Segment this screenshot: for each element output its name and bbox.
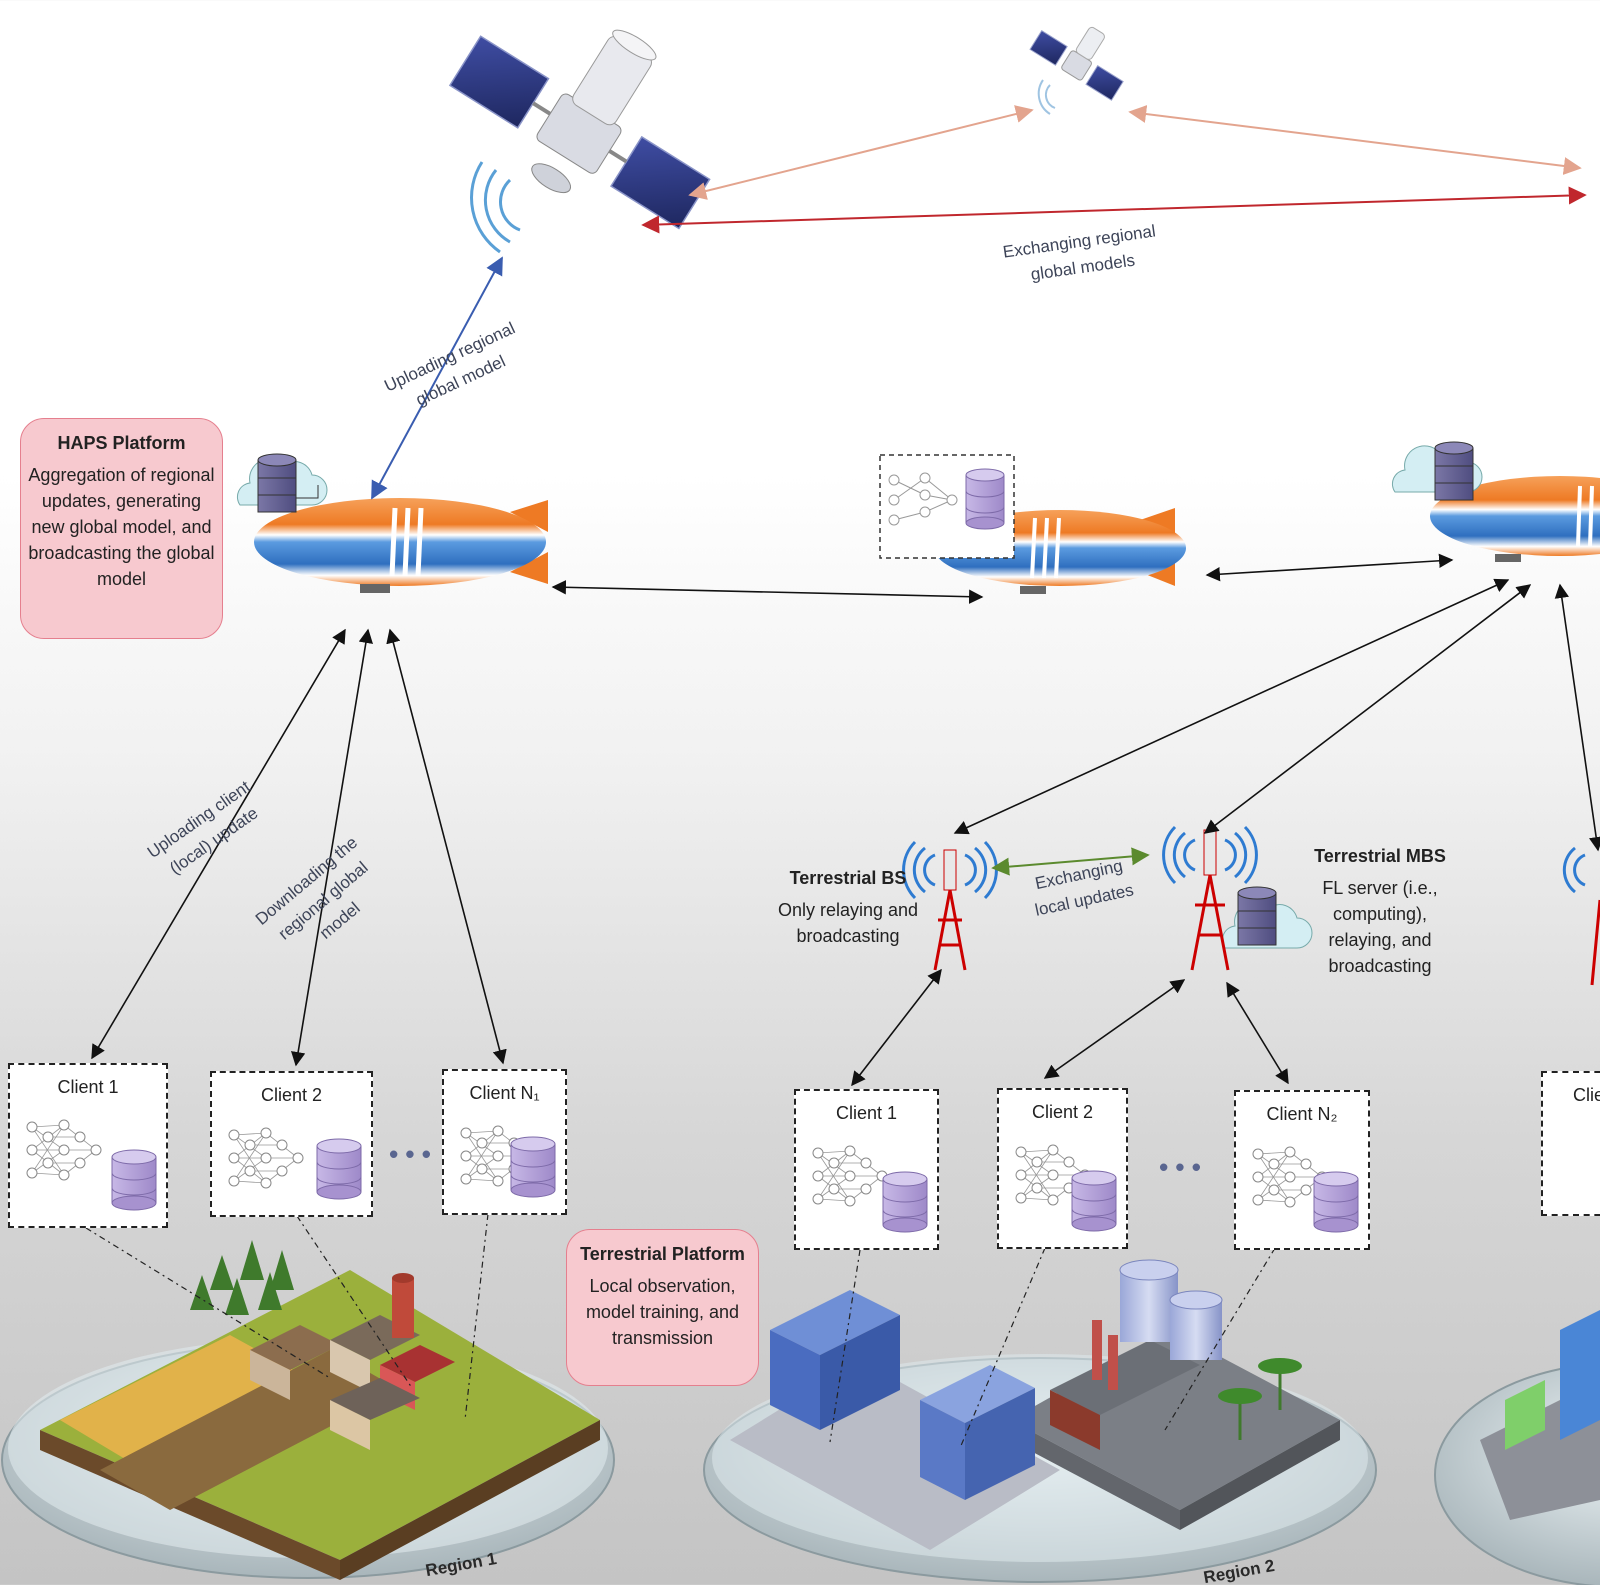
region-2-platform (703, 1259, 1377, 1583)
terrestrial-mbs-label: Terrestrial MBS FL server (i.e., computi… (1305, 846, 1455, 979)
client-label: Client 2 (1031, 1102, 1094, 1122)
haps-blimp-left-icon (254, 498, 548, 593)
label-exchange-global: Exchanging regional global models (1002, 221, 1157, 284)
region-1-platform (1, 1240, 615, 1580)
arrow-sat-peach-left (688, 105, 1034, 200)
terrestrial-platform-body: Local observation, model training, and t… (585, 1276, 740, 1348)
arrow-haps-left-center (551, 580, 984, 604)
arrow-upload-regional-blue (371, 256, 503, 500)
haps-platform-title: HAPS Platform (57, 433, 186, 453)
region-3-platform (1434, 1310, 1600, 1585)
client-label: Client N₁ (469, 1083, 540, 1103)
database-icon (1071, 1170, 1117, 1232)
cloud-database-icon (236, 453, 328, 513)
arrow-clientN1-haps (386, 628, 507, 1065)
ellipsis-region-1: • • • (389, 1139, 431, 1169)
ellipsis-region-2: • • • (1159, 1152, 1201, 1182)
client-label: Clie (1573, 1085, 1600, 1105)
terrestrial-tower-right-icon (1562, 846, 1600, 986)
terrestrial-platform-title: Terrestrial Platform (580, 1244, 745, 1264)
satellite-distant-icon (1029, 26, 1124, 101)
label-upload-client: Uploading client (local) update (144, 777, 262, 878)
database-icon (965, 468, 1005, 530)
arrow-bs-haps (953, 578, 1510, 835)
client-box: Client 1 (8, 1063, 168, 1228)
terrestrial-bs-body: Only relaying and broadcasting (777, 900, 919, 946)
database-icon (316, 1138, 362, 1200)
arrow-mbs-haps (1203, 584, 1532, 834)
antenna-waves-distant-icon (1037, 79, 1056, 115)
neural-network-icon (26, 1119, 102, 1181)
client-box: Client 1 (794, 1089, 939, 1250)
client-box-partial: Clie (1541, 1071, 1600, 1216)
cloud-database-icon (1391, 441, 1483, 501)
arrow-haps-center-right (1205, 553, 1454, 582)
arrows (85, 105, 1600, 1449)
haps-platform-callout: HAPS Platform Aggregation of regional up… (20, 418, 223, 639)
neural-network-icon (812, 1145, 888, 1207)
cloud-database-icon (1221, 886, 1313, 949)
satellite-main-icon (448, 29, 711, 230)
terrestrial-mbs-title: Terrestrial MBS (1314, 846, 1446, 866)
arrow-mbs-client2 (1043, 979, 1186, 1079)
label-upload-regional: Uploading regional global model (381, 318, 518, 409)
center-model-box (879, 454, 1015, 559)
terrestrial-bs-title: Terrestrial BS (789, 868, 907, 888)
arrow-right-tower-haps (1554, 583, 1600, 852)
client-box: Client N₁ (442, 1069, 567, 1215)
arrow-sat-peach-right (1128, 105, 1582, 175)
database-icon (111, 1149, 157, 1211)
database-icon (882, 1171, 928, 1233)
terrestrial-platform-callout: Terrestrial Platform Local observation, … (566, 1229, 759, 1386)
arrow-bs-mbs-green (991, 847, 1150, 876)
client-label: Client 1 (57, 1077, 119, 1097)
client-label: Client N₂ (1266, 1104, 1338, 1124)
label-download: Downloading the regional global model (252, 833, 372, 944)
client-box: Client 2 (210, 1071, 373, 1217)
arrow-client2-haps (291, 628, 373, 1067)
client-label: Client 1 (835, 1103, 898, 1123)
neural-network-icon (888, 472, 958, 526)
antenna-waves-icon (470, 161, 521, 254)
client-label: Client 2 (260, 1085, 323, 1105)
terrestrial-bs-label: Terrestrial BS Only relaying and broadca… (766, 868, 930, 949)
arrow-mbs-clientN2 (1226, 981, 1289, 1085)
database-icon (1313, 1171, 1359, 1233)
arrow-exchange-global-red (641, 186, 1587, 234)
arrow-bs-client1 (851, 968, 942, 1087)
client-box: Client 2 (997, 1088, 1128, 1249)
database-icon (510, 1136, 556, 1198)
client-box: Client N₂ (1234, 1090, 1370, 1250)
neural-network-icon (228, 1127, 304, 1189)
haps-platform-body: Aggregation of regional updates, generat… (28, 465, 215, 589)
terrestrial-mbs-body: FL server (i.e., computing), relaying, a… (1322, 878, 1438, 976)
terrestrial-bs-tower-icon (902, 840, 998, 971)
